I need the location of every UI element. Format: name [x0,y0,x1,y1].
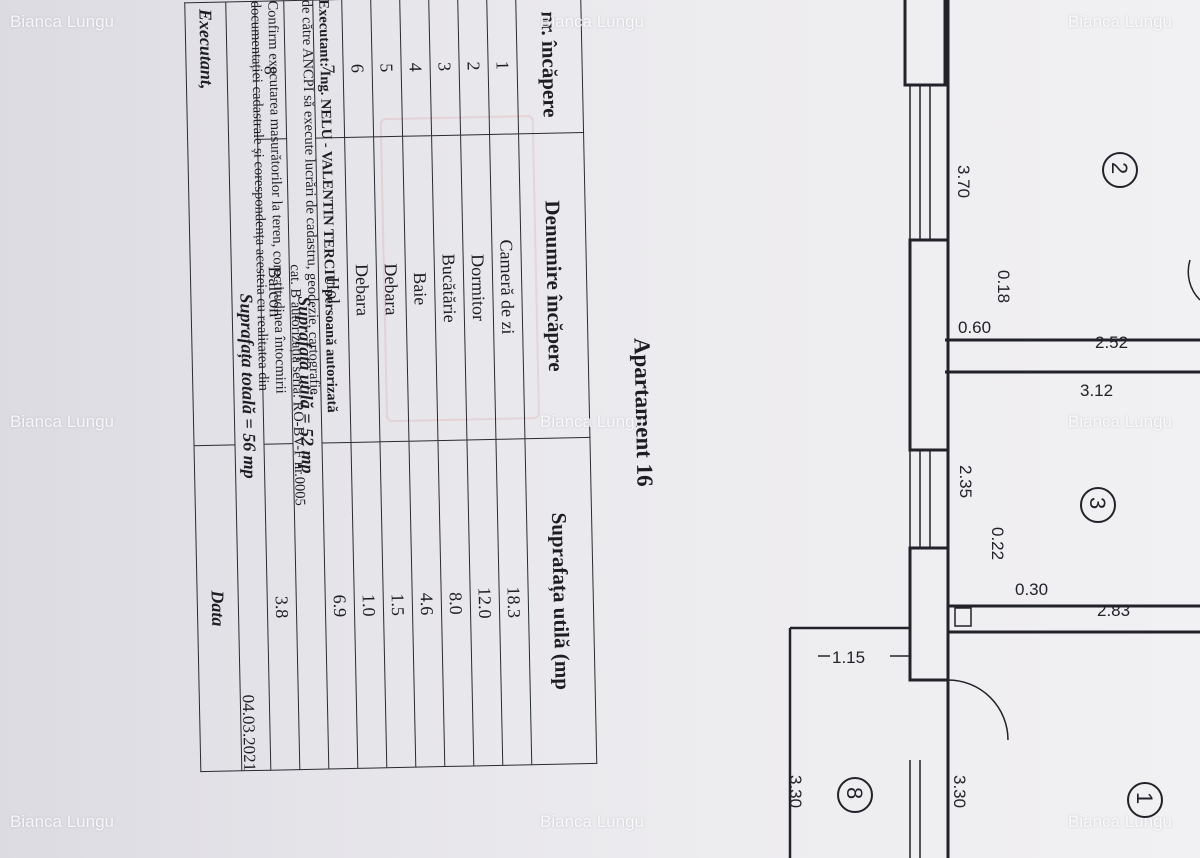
dim-label: 2.35 [956,465,975,498]
cell-nr: 5 [370,0,403,138]
header-name: Denumire încăpere [518,132,590,440]
watermark: Bianca Lungu [540,12,644,31]
dim-label: 0.30 [1015,580,1048,599]
dim-label: 1.15 [832,648,865,667]
cell-nr: 2 [457,0,490,136]
dim-label: 0.22 [988,527,1007,560]
dim-label: 2.83 [1097,601,1130,620]
dim-label: 0.18 [994,270,1013,303]
dim-label: 3.30 [950,775,969,808]
certification-note: Executant: Ing. NELU - VALENTIN TERCIU p… [225,0,347,771]
watermark: Bianca Lungu [540,812,644,831]
cell-nr: 6 [341,0,374,138]
room-number-8: 8 [842,787,867,799]
watermark: Bianca Lungu [10,412,114,431]
watermark: Bianca Lungu [10,812,114,831]
watermark: Bianca Lungu [1068,412,1172,431]
dim-label: 2.52 [1095,333,1128,352]
watermark: Bianca Lungu [540,412,644,431]
floor-plan: 2 3 8 1 3.70 0.18 0.60 2.52 3.12 2.35 0.… [786,0,1200,858]
watermark: Bianca Lungu [10,12,114,31]
watermark: Bianca Lungu [1068,12,1172,31]
cell-nr: 1 [486,0,519,135]
watermark: Bianca Lungu [1068,812,1172,831]
cell-nr: 3 [428,0,461,137]
dim-label: 3.30 [786,775,805,808]
room-number-2: 2 [1107,162,1132,174]
header-area: Suprafața utilă (mp [524,437,597,765]
dim-label: 3.70 [954,165,973,198]
dim-label: 3.12 [1080,381,1113,400]
room-number-1: 1 [1132,792,1157,804]
room-number-3: 3 [1085,497,1110,509]
dim-label: 0.60 [958,318,991,337]
cell-nr: 4 [399,0,432,137]
